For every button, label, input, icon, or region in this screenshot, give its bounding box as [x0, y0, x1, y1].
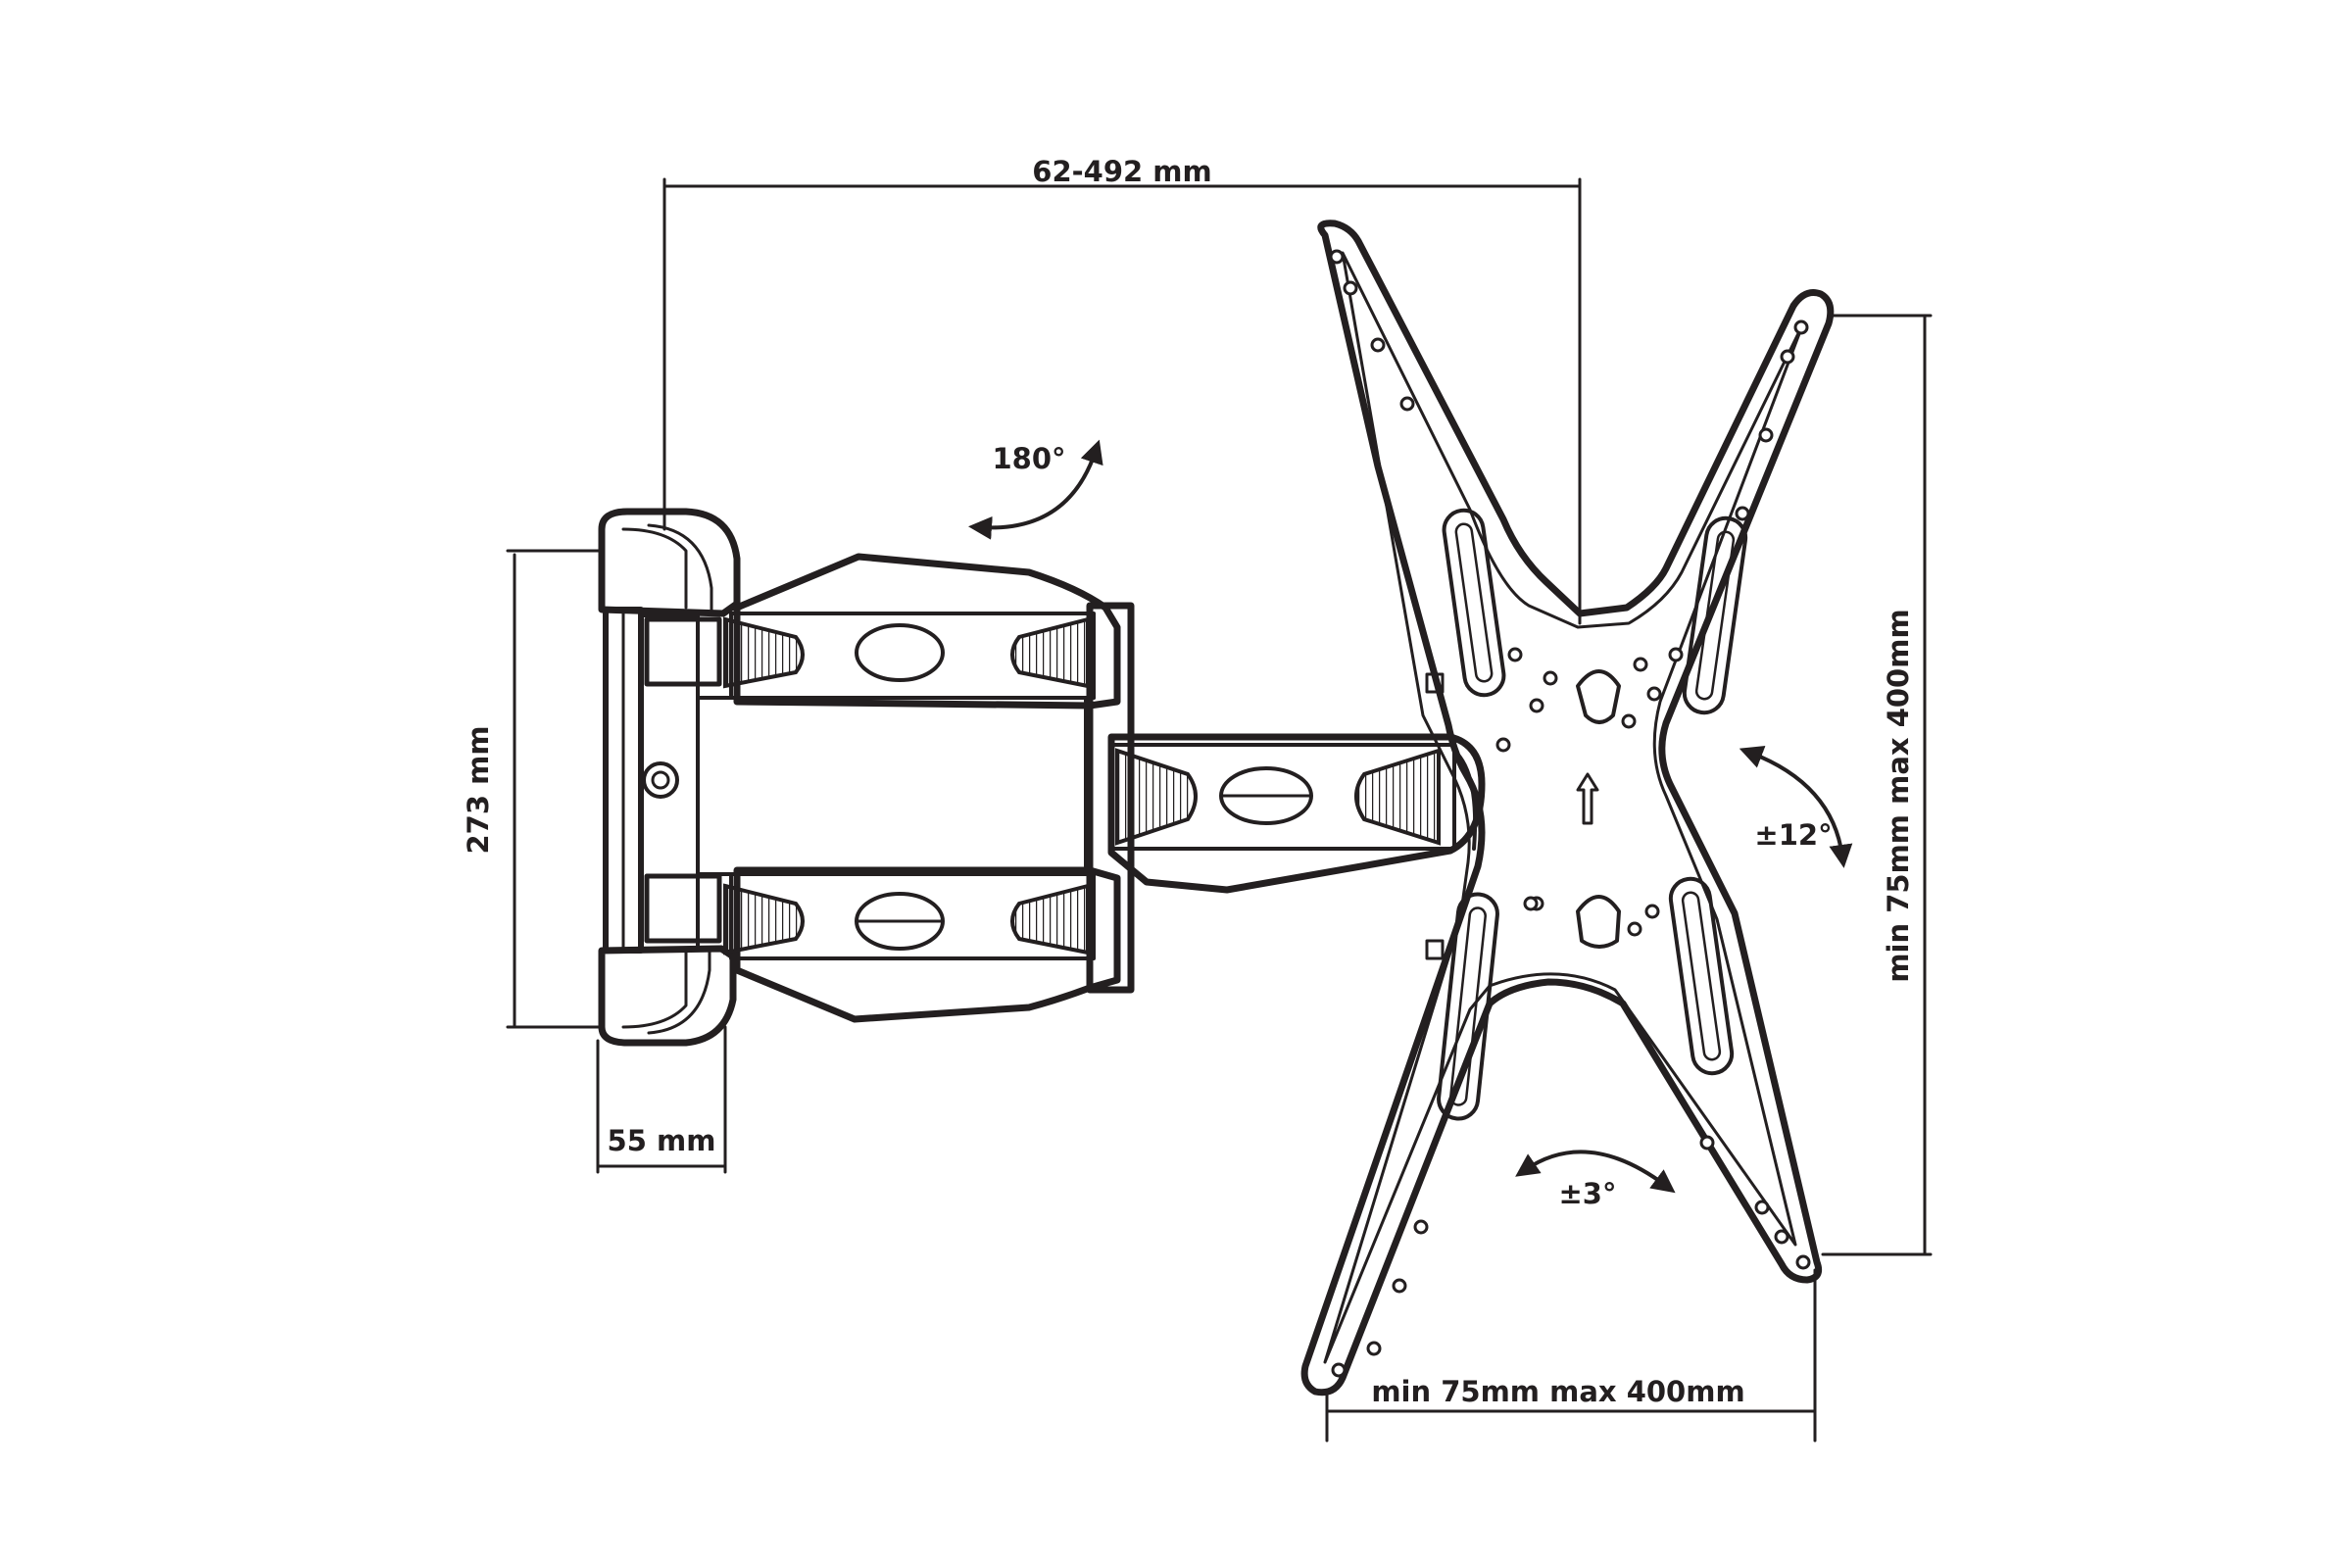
wall-plate — [598, 508, 741, 1047]
depth-dimension: 55 mm — [596, 1025, 727, 1174]
vesa-vertical-dimension: min 75mm max 400mm — [1821, 314, 1933, 1256]
extension-dimension: 62-492 mm — [662, 155, 1582, 625]
second-arm — [1107, 733, 1486, 894]
height-label: 273 mm — [462, 725, 495, 854]
tilt-label: ±12° — [1754, 818, 1832, 852]
mounting-holes — [1329, 249, 1811, 1378]
vesa-horizontal-label: min 75mm max 400mm — [1371, 1375, 1744, 1408]
vesa-horizontal-dimension: min 75mm max 400mm — [1325, 1268, 1817, 1443]
tilt-indicator: ±12° — [1739, 746, 1853, 868]
height-dimension: 273 mm — [462, 549, 602, 1029]
rotation-label: ±3° — [1559, 1177, 1617, 1210]
swivel-label: 180° — [992, 442, 1065, 475]
swivel-indicator: 180° — [968, 439, 1103, 540]
depth-label: 55 mm — [608, 1124, 716, 1157]
rotation-indicator: ±3° — [1515, 1150, 1676, 1210]
vesa-vertical-label: min 75mm max 400mm — [1882, 609, 1915, 982]
extension-label: 62-492 mm — [1032, 155, 1211, 188]
